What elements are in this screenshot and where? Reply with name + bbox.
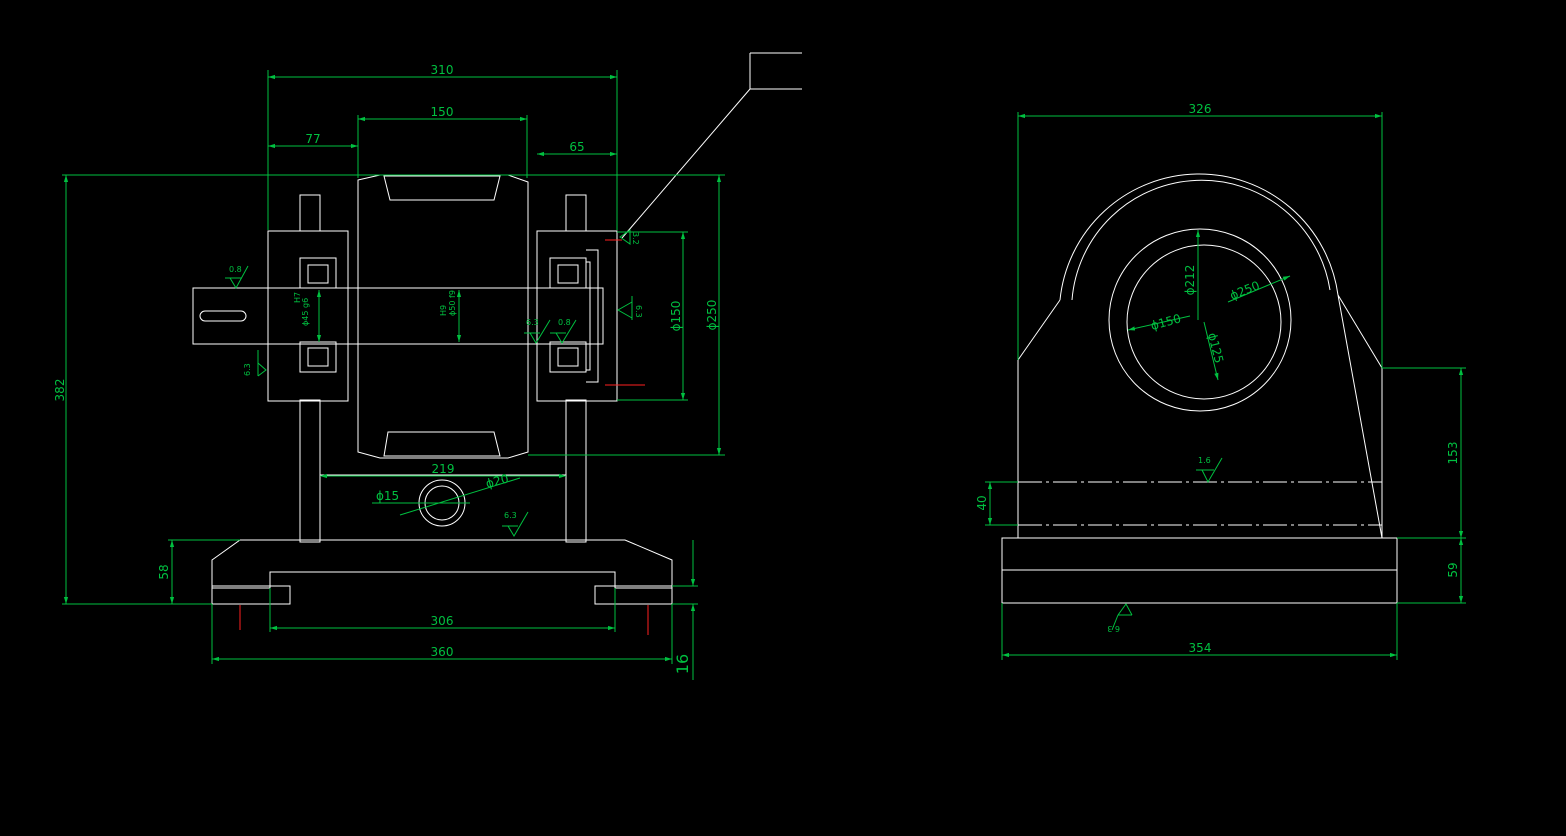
roller-tread-bottom (383, 431, 501, 457)
shaft (192, 287, 604, 345)
bearing-right-bottom-rollers (557, 347, 579, 367)
roughness-left-flange: 6.3 (243, 350, 267, 377)
bearing-right-bottom (549, 341, 587, 373)
dim-phi15: ϕ15 (376, 489, 399, 503)
bearing-left-top-rollers (307, 264, 329, 284)
bearing-right-top-rollers (557, 264, 579, 284)
bearing-left-bottom-rollers (307, 347, 329, 367)
dim-382: 382 (53, 379, 67, 402)
side-view: 326 ϕ212 ϕ250 ϕ150 ϕ125 153 59 40 354 (975, 102, 1466, 660)
dim-phi250-side: ϕ250 (1228, 278, 1262, 303)
dim-360: 360 (431, 645, 454, 659)
dim-phi150-side: ϕ150 (1149, 311, 1182, 333)
bearing-left-bottom (299, 341, 337, 373)
base-plate (211, 539, 673, 589)
dim-77: 77 (305, 132, 320, 146)
dim-354: 354 (1189, 641, 1212, 655)
side-top-arc-inner (1071, 179, 1331, 301)
roughness-right-bore: 6.3 (524, 318, 551, 344)
roughness-shaft-end-value: 0.8 (229, 265, 242, 274)
dim-65: 65 (569, 140, 584, 154)
roughness-right-cover-top-value: 3.2 (631, 232, 640, 245)
dim-40: 40 (975, 495, 989, 510)
dim-phi20: ϕ20 (484, 471, 510, 491)
dim-310: 310 (431, 63, 454, 77)
dim-phi150s-line (1127, 315, 1191, 331)
base-foot-left (211, 585, 291, 605)
side-bore-inner (1126, 244, 1282, 400)
end-cover-right (586, 249, 599, 383)
roughness-right-cover-top: 3.2 (619, 229, 640, 245)
note-leader (621, 88, 751, 239)
bolt-left (299, 194, 321, 232)
web-right (565, 399, 587, 543)
dim-326: 326 (1189, 102, 1212, 116)
dim-150: 150 (431, 105, 454, 119)
roughness-side-center-value: 1.6 (1198, 456, 1211, 465)
fit-mid-top: H9 (439, 305, 448, 316)
note-box (749, 52, 802, 90)
dim-phi212: ϕ212 (1183, 265, 1197, 296)
dim-phi150: ϕ150 (669, 301, 683, 332)
shaft-keyway (199, 310, 247, 322)
web-left (299, 399, 321, 543)
roughness-right-side: 6.3 (616, 296, 643, 320)
dim-16: 16 (673, 654, 692, 674)
bolt-right (565, 194, 587, 232)
roughness-web-value: 6.3 (504, 511, 517, 520)
roughness-side-base-value: 6.3 (1107, 624, 1120, 633)
fit-left-bottom: ϕ45 g6 (301, 298, 310, 326)
roughness-right-cover: 0.8 (550, 318, 577, 344)
side-bore-outer (1108, 228, 1292, 412)
side-top-arc (1059, 173, 1339, 301)
roughness-side-base: 6.3 (1107, 603, 1133, 633)
dim-phi250: ϕ250 (705, 300, 719, 331)
side-body-outline (1017, 294, 1383, 539)
dim-phi125-line (1203, 321, 1219, 381)
front-view: 310 150 77 65 382 58 ϕ150 ϕ250 219 (53, 52, 802, 680)
dim-153: 153 (1446, 442, 1460, 465)
fit-mid-bottom: ϕ50 f9 (448, 290, 457, 316)
leader-phi20 (399, 477, 521, 516)
roughness-shaft-end: 0.8 (225, 265, 249, 290)
dim-phi125: ϕ125 (1205, 331, 1226, 364)
roller-tread-top (383, 175, 501, 201)
housing-right (536, 230, 618, 402)
roughness-right-side-value: 6.3 (634, 305, 643, 318)
roughness-web: 6.3 (502, 511, 529, 537)
roughness-right-bore-value: 6.3 (526, 318, 539, 327)
base-foot-right (594, 585, 673, 605)
dim-219: 219 (432, 462, 455, 476)
roughness-right-cover-value: 0.8 (558, 318, 571, 327)
dim-59: 59 (1446, 562, 1460, 577)
roughness-left-flange-value: 6.3 (243, 363, 252, 376)
fit-left-top: H7 (293, 292, 302, 303)
dim-phi250s-line (1227, 275, 1291, 303)
dim-58: 58 (157, 564, 171, 579)
dim-306: 306 (431, 614, 454, 628)
roughness-side-center: 1.6 (1196, 456, 1223, 484)
